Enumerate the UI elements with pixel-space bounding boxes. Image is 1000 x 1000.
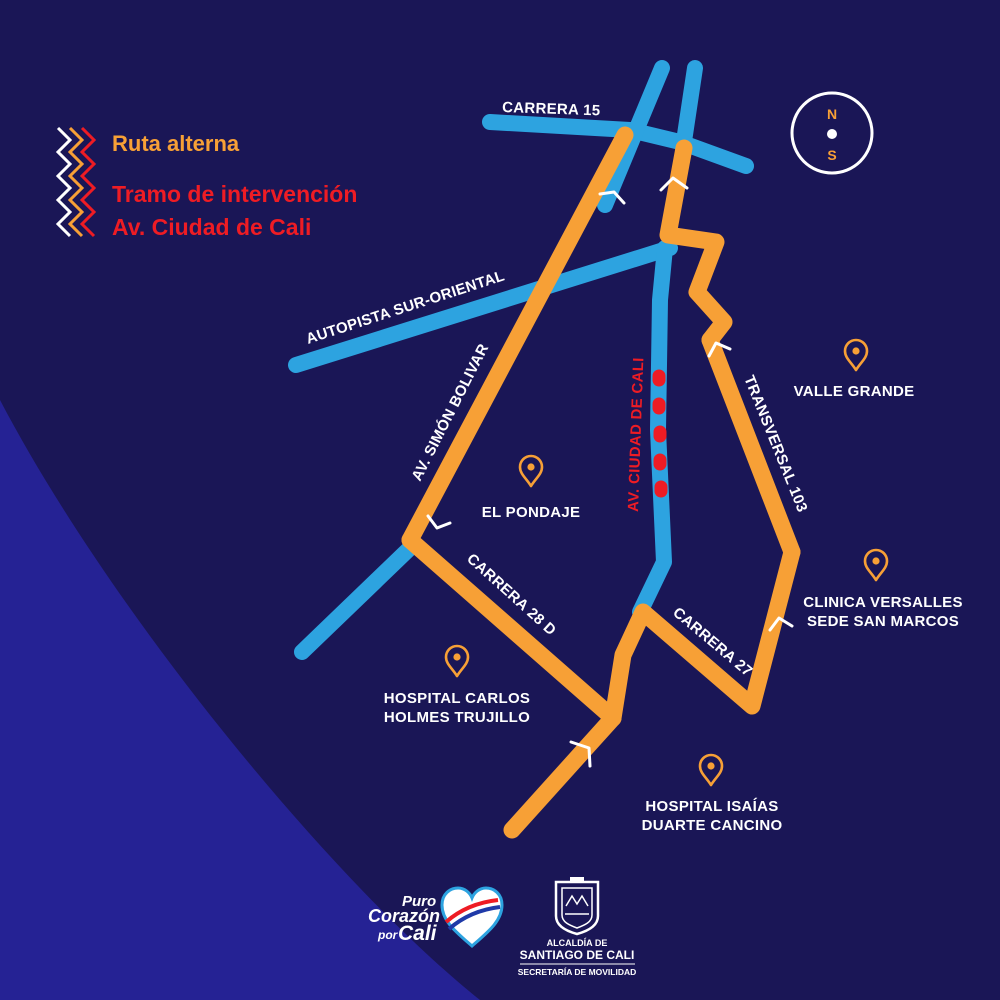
label-ciudad-de-cali: AV. CIUDAD DE CALI [625,357,647,512]
legend-intervention-road: Av. Ciudad de Cali [112,214,311,240]
road-simon-bolivar-lower [294,540,418,660]
poi-label: SEDE SAN MARCOS [807,613,959,630]
logo-cali: Cali [398,922,438,945]
legend: Ruta alterna Tramo de intervención Av. C… [55,126,357,240]
alcaldia-line2: SANTIAGO DE CALI [520,948,635,962]
logo-por: por [377,928,399,942]
route-simon-bolivar [401,126,634,549]
heart-icon [440,886,504,948]
arrow-simon-bolivar-north [598,190,626,205]
poi-clinica-versalles: CLINICA VERSALLES SEDE SAN MARCOS [803,548,963,630]
road-right-vertical [675,60,703,156]
poi-label: VALLE GRANDE [794,383,915,400]
route-entry [503,709,622,839]
compass-north: N [827,106,837,122]
poi-hospital-carlos-holmes: HOSPITAL CARLOS HOLMES TRUJILLO [384,644,530,726]
alcaldia-line1: ALCALDÍA DE [547,938,608,948]
alternate-routes [401,126,801,839]
route-carrera-28d [401,531,622,727]
poi-label: HOSPITAL ISAÍAS [645,798,778,815]
alcaldia-logo: ALCALDÍA DE SANTIAGO DE CALI SECRETARÍA … [518,877,637,977]
compass-icon: N S [790,91,874,175]
secretaria-label: SECRETARÍA DE MOVILIDAD [518,967,637,977]
logo-corazon: Corazón [368,906,440,926]
background-curve [0,400,480,1000]
arrow-carrera-27 [768,616,794,632]
puro-corazon-logo: Puro Corazón por Cali [368,886,504,948]
compass-south: S [827,147,836,163]
route-zigzag [659,139,733,349]
arrow-simon-bolivar-south [426,514,452,530]
legend-intervention-title: Tramo de intervención [112,181,357,207]
poi-label: EL PONDAJE [482,504,581,521]
zigzag-legend-icon [55,126,97,238]
poi-label: HOLMES TRUJILLO [384,709,530,726]
road-left-vertical [597,60,670,213]
arrow-zigzag [659,176,689,192]
road-carrera-15 [482,114,754,174]
route-carrera-27 [604,543,801,727]
legend-alternate-route: Ruta alterna [112,131,240,156]
route-arrows [426,176,794,768]
poi-valle-grande: VALLE GRANDE [794,338,915,400]
poi-el-pondaje: EL PONDAJE [482,454,581,521]
poi-label: DUARTE CANCINO [642,817,783,834]
coat-of-arms-icon [554,877,600,936]
arrow-entry [569,740,592,768]
route-transversal-103 [701,331,801,561]
logo-puro: Puro [402,893,436,910]
intervention-section [652,369,668,498]
poi-hospital-isaias-duarte: HOSPITAL ISAÍAS DUARTE CANCINO [642,753,783,834]
label-carrera-15: CARRERA 15 [502,99,601,119]
road-autopista [288,240,678,373]
arrow-transversal [707,341,732,358]
poi-label: CLINICA VERSALLES [803,594,963,611]
poi-label: HOSPITAL CARLOS [384,690,530,707]
